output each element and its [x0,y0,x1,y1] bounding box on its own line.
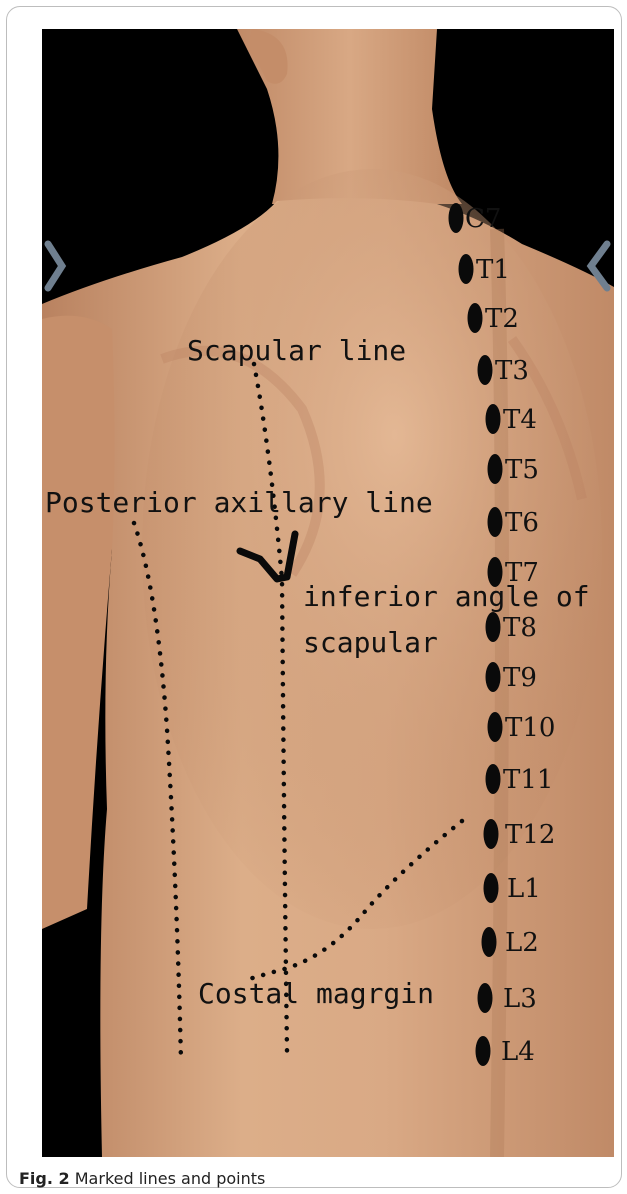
marker-t10 [488,712,503,742]
label-t5: T5 [505,455,539,485]
label-l2: L2 [505,928,539,958]
scapular-line-label: Scapular line [187,334,406,367]
figure-caption: Fig. 2 Marked lines and points [19,1169,265,1188]
marker-l3 [478,983,493,1013]
inferior-angle-label-2: scapular [303,626,438,659]
label-t12: T12 [505,820,555,850]
label-t4: T4 [503,405,537,435]
label-t8: T8 [503,613,537,643]
marker-t5 [488,454,503,484]
label-l1: L1 [507,874,541,904]
marker-t12 [484,819,499,849]
label-l4: L4 [501,1037,535,1067]
marker-t6 [488,507,503,537]
marker-l2 [482,927,497,957]
label-t9: T9 [503,663,537,693]
marker-c7 [449,203,464,233]
marker-t3 [478,355,493,385]
costal-margin-label: Costal magrgin [198,977,434,1010]
caption-label: Fig. 2 [19,1169,70,1188]
label-c7: C7 [465,204,501,234]
label-t2: T2 [485,304,519,334]
label-t11: T11 [503,765,553,795]
caption-text: Marked lines and points [75,1169,266,1188]
marker-l4 [476,1036,491,1066]
marker-t8 [486,612,501,642]
label-t1: T1 [476,255,510,285]
marker-t11 [486,764,501,794]
label-t10: T10 [505,713,555,743]
marker-l1 [484,873,499,903]
label-t3: T3 [495,356,529,386]
marker-t2 [468,303,483,333]
marker-t4 [486,404,501,434]
marker-t9 [486,662,501,692]
figure-image: C7 T1 T2 T3 T4 T5 T6 T7 T8 T9 T10 T11 T1… [42,29,614,1157]
inferior-angle-label: inferior angle of [303,580,590,613]
label-l3: L3 [503,984,537,1014]
back-illustration: C7 T1 T2 T3 T4 T5 T6 T7 T8 T9 T10 T11 T1… [42,29,614,1157]
label-t6: T6 [505,508,539,538]
figure-frame: C7 T1 T2 T3 T4 T5 T6 T7 T8 T9 T10 T11 T1… [6,6,622,1188]
posterior-axillary-line-label: Posterior axillary line [45,486,433,519]
marker-t1 [459,254,474,284]
